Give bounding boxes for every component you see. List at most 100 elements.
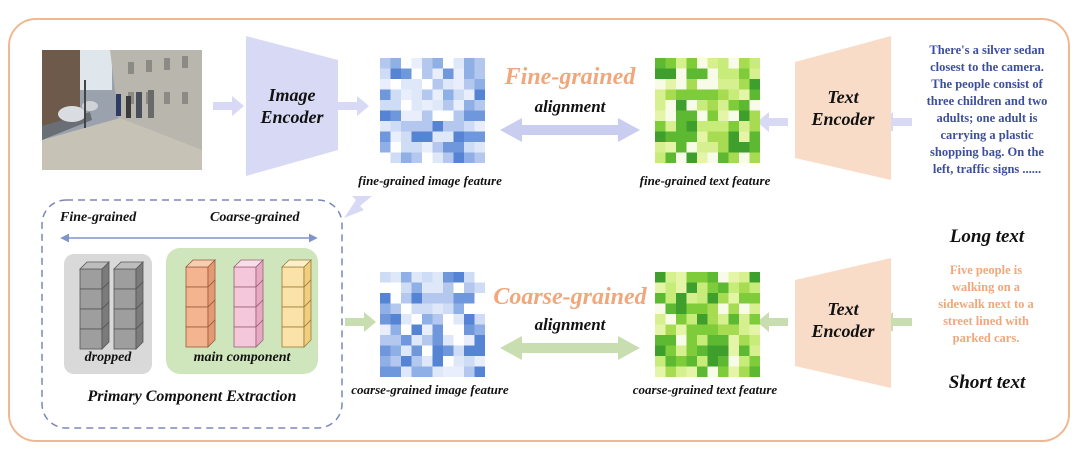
feature-cell bbox=[443, 89, 454, 100]
feature-cell bbox=[443, 324, 454, 335]
feature-cell bbox=[411, 335, 422, 346]
feature-cell bbox=[728, 335, 739, 346]
feature-cell bbox=[718, 131, 729, 142]
feature-cell bbox=[749, 89, 760, 100]
feature-cell bbox=[390, 314, 401, 325]
feature-cell bbox=[665, 366, 676, 377]
feature-cell bbox=[665, 89, 676, 100]
feature-cell bbox=[474, 131, 485, 142]
feature-cell bbox=[401, 79, 412, 90]
feature-cell bbox=[707, 79, 718, 90]
feature-cell bbox=[718, 272, 729, 283]
feature-cell bbox=[739, 345, 750, 356]
feature-cell bbox=[697, 356, 708, 367]
feature-cell bbox=[401, 335, 412, 346]
feature-cell bbox=[401, 89, 412, 100]
feature-cell bbox=[655, 58, 666, 69]
feature-cell bbox=[432, 303, 443, 314]
feature-cell bbox=[676, 121, 687, 132]
feature-cell bbox=[432, 121, 443, 132]
feature-cell bbox=[665, 152, 676, 163]
feature-cell bbox=[432, 100, 443, 111]
cube-stack-icon bbox=[281, 266, 305, 288]
cube-stack-icon bbox=[79, 328, 103, 350]
feature-cell bbox=[739, 89, 750, 100]
cube-stack-icon bbox=[79, 268, 103, 290]
feature-cell bbox=[655, 282, 666, 293]
feature-cell bbox=[697, 282, 708, 293]
feature-cell bbox=[422, 110, 433, 121]
feature-cell bbox=[718, 314, 729, 325]
feature-cell bbox=[390, 68, 401, 79]
feature-cell bbox=[390, 356, 401, 367]
feature-cell bbox=[464, 110, 475, 121]
feature-cell bbox=[749, 272, 760, 283]
feature-cell bbox=[422, 131, 433, 142]
feature-cell bbox=[749, 142, 760, 153]
cube-stack-icon bbox=[79, 308, 103, 330]
feature-cell bbox=[739, 131, 750, 142]
cube-stack-icon bbox=[185, 306, 209, 328]
feature-cell bbox=[474, 89, 485, 100]
feature-cell bbox=[697, 303, 708, 314]
feature-cell bbox=[749, 100, 760, 111]
feature-cell bbox=[686, 366, 697, 377]
feature-cell bbox=[411, 58, 422, 69]
fine-image-feature-caption: fine-grained image feature bbox=[358, 173, 502, 188]
cube-stack-icon bbox=[233, 259, 264, 268]
feature-cell bbox=[422, 324, 433, 335]
feature-cell bbox=[749, 68, 760, 79]
cube-stack-icon bbox=[79, 261, 110, 270]
feature-cell bbox=[432, 79, 443, 90]
feature-cell bbox=[453, 68, 464, 79]
feature-cell bbox=[380, 89, 391, 100]
feature-cell bbox=[707, 282, 718, 293]
coarse-grained-title: Coarse-grained bbox=[493, 284, 647, 310]
feature-cell bbox=[401, 314, 412, 325]
feature-cell bbox=[390, 89, 401, 100]
feature-cell bbox=[749, 335, 760, 346]
feature-cell bbox=[655, 324, 666, 335]
feature-cell bbox=[707, 89, 718, 100]
feature-cell bbox=[728, 152, 739, 163]
feature-cell bbox=[474, 121, 485, 132]
feature-cell bbox=[686, 100, 697, 111]
feature-cell bbox=[707, 152, 718, 163]
feature-cell bbox=[411, 272, 422, 283]
feature-cell bbox=[739, 314, 750, 325]
feature-cell bbox=[411, 366, 422, 377]
feature-cell bbox=[432, 356, 443, 367]
feature-cell bbox=[686, 314, 697, 325]
feature-cell bbox=[390, 100, 401, 111]
feature-cell bbox=[749, 121, 760, 132]
feature-cell bbox=[707, 142, 718, 153]
feature-cell bbox=[380, 335, 391, 346]
feature-cell bbox=[474, 366, 485, 377]
outer-frame bbox=[8, 18, 1070, 442]
feature-cell bbox=[390, 272, 401, 283]
feature-cell bbox=[665, 282, 676, 293]
cube-stack-icon bbox=[101, 321, 110, 350]
feature-cell bbox=[739, 293, 750, 304]
feature-cell bbox=[422, 152, 433, 163]
text-encoder-top-label: Text Encoder bbox=[811, 87, 875, 129]
feature-cell bbox=[464, 121, 475, 132]
feature-cell bbox=[411, 324, 422, 335]
feature-cell bbox=[707, 335, 718, 346]
feature-cell bbox=[443, 356, 454, 367]
feature-cell bbox=[676, 335, 687, 346]
feature-cell bbox=[443, 303, 454, 314]
feature-cell bbox=[676, 366, 687, 377]
feature-cell bbox=[401, 366, 412, 377]
feature-cell bbox=[697, 89, 708, 100]
feature-cell bbox=[443, 68, 454, 79]
feature-cell bbox=[432, 131, 443, 142]
feature-cell bbox=[697, 142, 708, 153]
feature-cell bbox=[401, 58, 412, 69]
feature-cell bbox=[453, 335, 464, 346]
feature-cell bbox=[464, 100, 475, 111]
cube-stack-icon bbox=[281, 286, 305, 308]
cube-stack-icon bbox=[185, 286, 209, 308]
feature-cell bbox=[707, 110, 718, 121]
feature-cell bbox=[728, 303, 739, 314]
